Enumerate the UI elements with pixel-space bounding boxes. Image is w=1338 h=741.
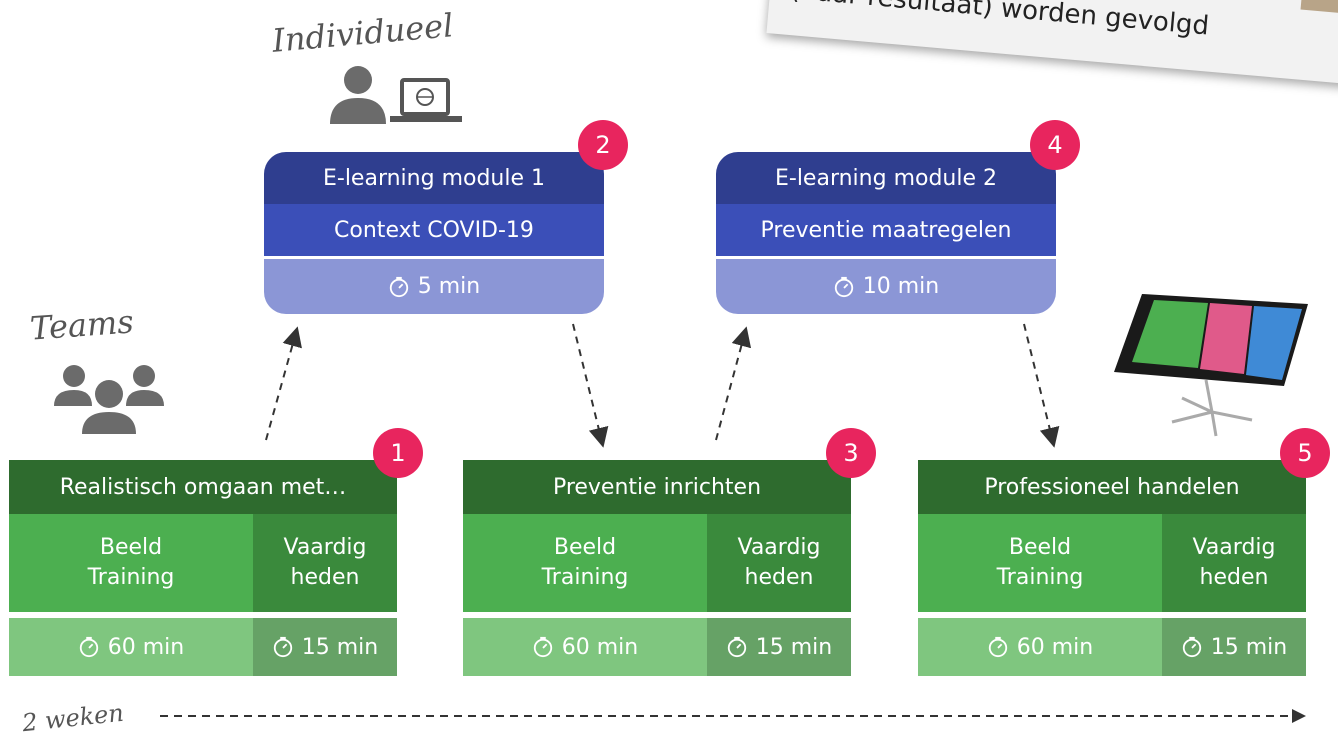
elearning-title: E-learning module 2 — [716, 152, 1056, 204]
elearning-topic: Context COVID-19 — [264, 204, 604, 259]
step-badge: 3 — [826, 428, 876, 478]
elearning-duration: 10 min — [716, 259, 1056, 314]
elearning-duration: 5 min — [264, 259, 604, 314]
step-badge: 4 — [1030, 120, 1080, 170]
session-left-time: 60 min — [463, 618, 707, 676]
timer-icon — [1182, 636, 1201, 658]
timer-icon — [988, 636, 1007, 658]
duration-text: 5 min — [417, 274, 481, 299]
timeline-arrowhead — [1292, 709, 1306, 723]
elearning-card-2: E-learning module 2 Preventie maatregele… — [716, 152, 1056, 314]
timer-icon — [727, 636, 746, 658]
arrow-3-to-4 — [715, 326, 752, 441]
session-title: Realistisch omgaan met… — [9, 460, 397, 514]
session-title: Professioneel handelen — [918, 460, 1306, 514]
timer-icon — [273, 636, 292, 658]
arrow-1-to-2 — [265, 326, 302, 441]
timer-icon — [834, 276, 853, 297]
person-icon — [330, 66, 386, 124]
timer-icon — [533, 636, 552, 658]
session-title: Preventie inrichten — [463, 460, 851, 514]
elearning-topic: Preventie maatregelen — [716, 204, 1056, 259]
laptop-icon — [390, 78, 462, 122]
session-left-time: 60 min — [918, 618, 1162, 676]
duration-text: 10 min — [862, 274, 940, 299]
elearning-card-1: E-learning module 1 Context COVID-19 5 m… — [264, 152, 604, 314]
elearning-title: E-learning module 1 — [264, 152, 604, 204]
tablet-kiosk-icon — [1114, 294, 1308, 437]
session-left-time: 60 min — [9, 618, 253, 676]
arrow-2-to-3 — [572, 323, 609, 448]
arrow-4-to-5 — [1023, 323, 1060, 448]
session-right-time: 15 min — [1162, 618, 1306, 676]
session-right-time: 15 min — [253, 618, 397, 676]
person-laptop-icon — [330, 66, 462, 124]
team-icon — [54, 365, 164, 434]
session-right-time: 15 min — [707, 618, 851, 676]
timer-icon — [389, 276, 408, 297]
step-badge: 2 — [578, 120, 628, 170]
step-badge: 5 — [1280, 428, 1330, 478]
step-badge: 1 — [373, 428, 423, 478]
timer-icon — [79, 636, 98, 658]
